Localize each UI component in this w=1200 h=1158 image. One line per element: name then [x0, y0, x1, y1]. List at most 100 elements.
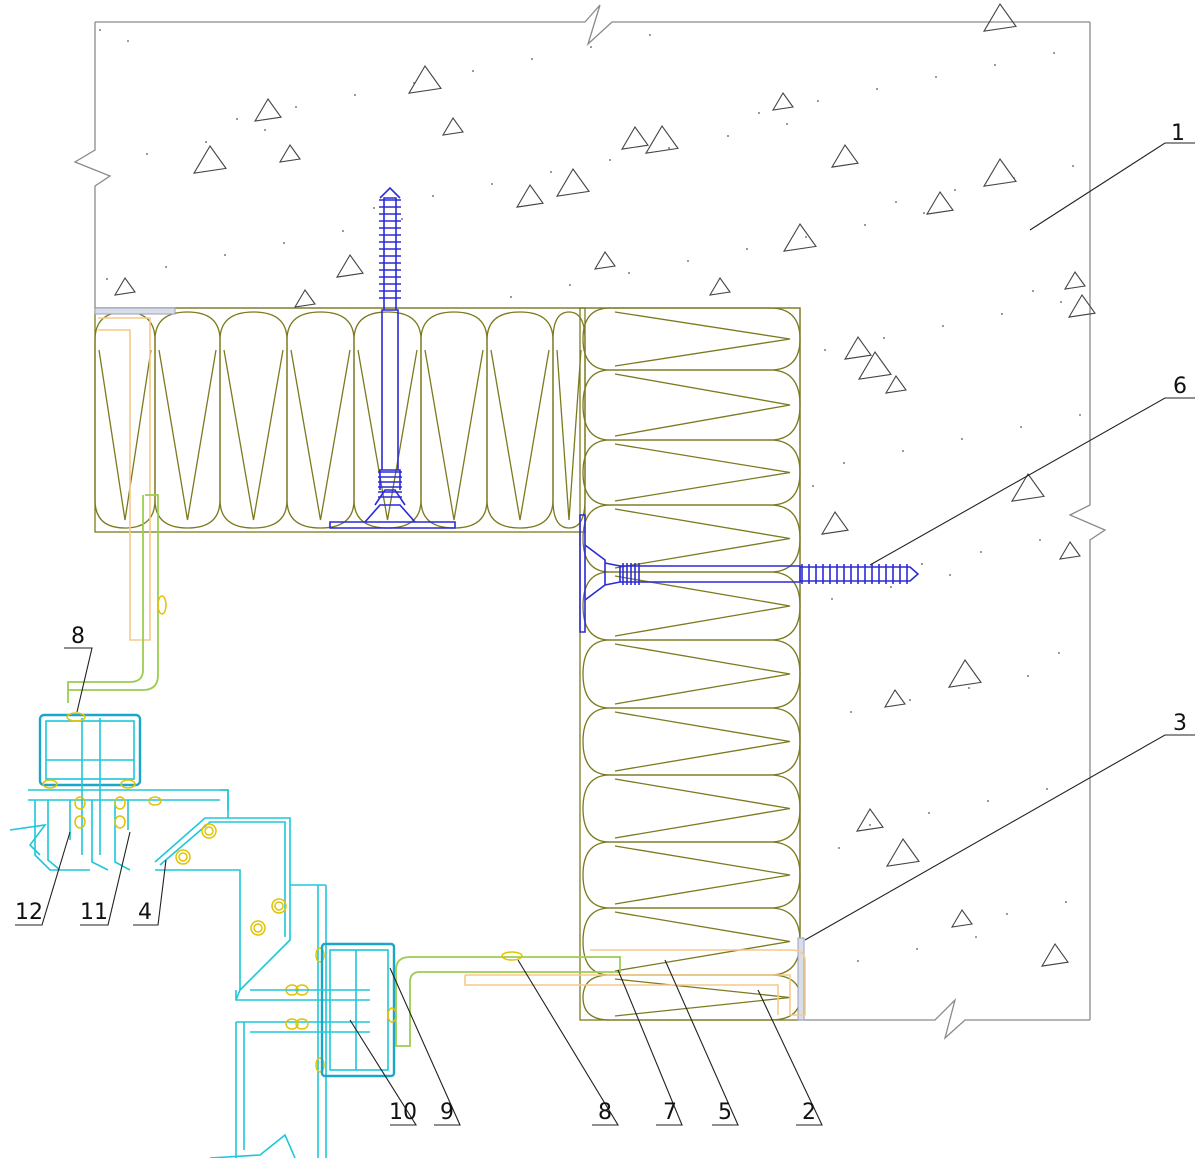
aggregate-mark: [644, 124, 679, 154]
wool-loop: [420, 311, 488, 529]
wool-zigzag: [614, 711, 791, 772]
aggregate-dot: [99, 29, 101, 31]
aggregate-dot: [869, 824, 871, 826]
cassette-profiles-left: [9, 789, 229, 871]
wool-zigzag: [614, 911, 791, 972]
aggregate-mark: [1010, 472, 1045, 502]
aggregate-dot: [758, 112, 760, 114]
callout-1: 1: [1171, 121, 1185, 146]
insulation-vertical: [579, 307, 801, 1021]
aggregate-dot: [1027, 675, 1029, 677]
wool-zigzag: [357, 349, 418, 521]
wool-loop: [353, 311, 422, 529]
aggregate-mark: [113, 276, 136, 296]
aggregate-dot: [283, 242, 285, 244]
lower-guide-profile: [250, 942, 397, 1078]
aggregate-dot: [550, 171, 552, 173]
wool-zigzag: [614, 845, 791, 905]
insulation-horizontal: [94, 307, 586, 533]
aggregate-mark: [1058, 540, 1081, 560]
callout-labels: 1 2 3 4 5 6 7 8 8 9 10 11 12: [15, 121, 1187, 1125]
wool-loop: [582, 639, 801, 709]
aggregate-mark: [843, 335, 872, 360]
aggregate-dot: [205, 141, 207, 143]
aggregate-dot: [864, 224, 866, 226]
aggregate-mark: [441, 116, 464, 136]
wool-zigzag: [158, 349, 217, 521]
aggregate-mark: [884, 374, 907, 394]
aggregate-dot: [902, 450, 904, 452]
insulation-board-top: [94, 307, 586, 533]
callout-4: 4: [138, 900, 152, 925]
wool-zigzag: [98, 349, 152, 521]
aggregate-mark: [1063, 270, 1086, 290]
leader-lines: [15, 142, 1195, 1126]
aggregate-dot: [1046, 788, 1048, 790]
aggregate-dot: [1065, 901, 1067, 903]
aggregate-dot: [949, 574, 951, 576]
aggregate-mark: [947, 658, 982, 688]
aggregate-dot: [857, 960, 859, 962]
concrete-aggregate-pattern: [99, 2, 1096, 967]
callout-10: 10: [389, 1100, 417, 1125]
aggregate-dot: [1079, 414, 1081, 416]
concrete-top-break-line: [95, 4, 1090, 47]
wool-zigzag: [614, 643, 791, 705]
dowel-ribs-vertical: [378, 199, 402, 498]
aggregate-mark: [820, 510, 849, 535]
aggregate-dot: [786, 123, 788, 125]
aggregate-dot: [373, 207, 375, 209]
aggregate-mark: [830, 143, 859, 168]
concrete-wall: [73, 2, 1107, 1040]
aggregate-dot: [491, 183, 493, 185]
concrete-left-break-line: [73, 22, 112, 308]
aggregate-dot: [472, 70, 474, 72]
aggregate-mark: [293, 288, 316, 308]
aggregate-dot: [1020, 426, 1022, 428]
upper-bracket-orange: [98, 317, 151, 641]
aggregate-dot: [687, 260, 689, 262]
aggregate-dot: [727, 135, 729, 137]
aggregate-dot: [975, 936, 977, 938]
aggregate-dot: [342, 230, 344, 232]
aggregate-dot: [106, 278, 108, 280]
lower-bracket-green: [395, 951, 621, 1047]
aggregate-mark: [278, 143, 301, 163]
aggregate-dot: [968, 687, 970, 689]
concrete-right-break-line: [1068, 22, 1107, 1020]
wool-zigzag: [424, 349, 484, 521]
aggregate-dot: [895, 201, 897, 203]
aggregate-dot: [432, 195, 434, 197]
aggregate-mark: [857, 350, 892, 380]
wool-zigzag: [223, 349, 284, 521]
aggregate-dot: [923, 212, 925, 214]
aggregate-dot: [1032, 290, 1034, 292]
wool-loop: [582, 504, 801, 573]
sealing-strip-right: [797, 937, 805, 1021]
wool-loop: [582, 774, 801, 843]
aggregate-dot: [649, 34, 651, 36]
aggregate-mark: [593, 250, 616, 270]
aggregate-mark: [982, 157, 1017, 187]
aggregate-dot: [1039, 539, 1041, 541]
lower-bracket-orange: [464, 949, 806, 1016]
aggregate-dot: [569, 284, 571, 286]
concrete-inner-corner: [95, 307, 801, 1020]
aggregate-dot: [668, 147, 670, 149]
sealing-strip-top: [94, 307, 176, 315]
aggregate-mark: [708, 276, 731, 296]
aggregate-dot: [805, 236, 807, 238]
aggregate-dot: [1072, 165, 1074, 167]
aggregate-dot: [165, 266, 167, 268]
upper-guide-profile: [38, 712, 142, 855]
wool-zigzag: [614, 508, 791, 569]
aggregate-mark: [855, 807, 884, 832]
aggregate-dot: [890, 586, 892, 588]
aggregate-dot: [628, 272, 630, 274]
callout-6: 6: [1173, 374, 1187, 399]
aggregate-dot: [942, 325, 944, 327]
aggregate-mark: [883, 688, 906, 708]
wool-loop: [582, 369, 801, 441]
aggregate-dot: [224, 254, 226, 256]
aggregate-dot: [1001, 313, 1003, 315]
